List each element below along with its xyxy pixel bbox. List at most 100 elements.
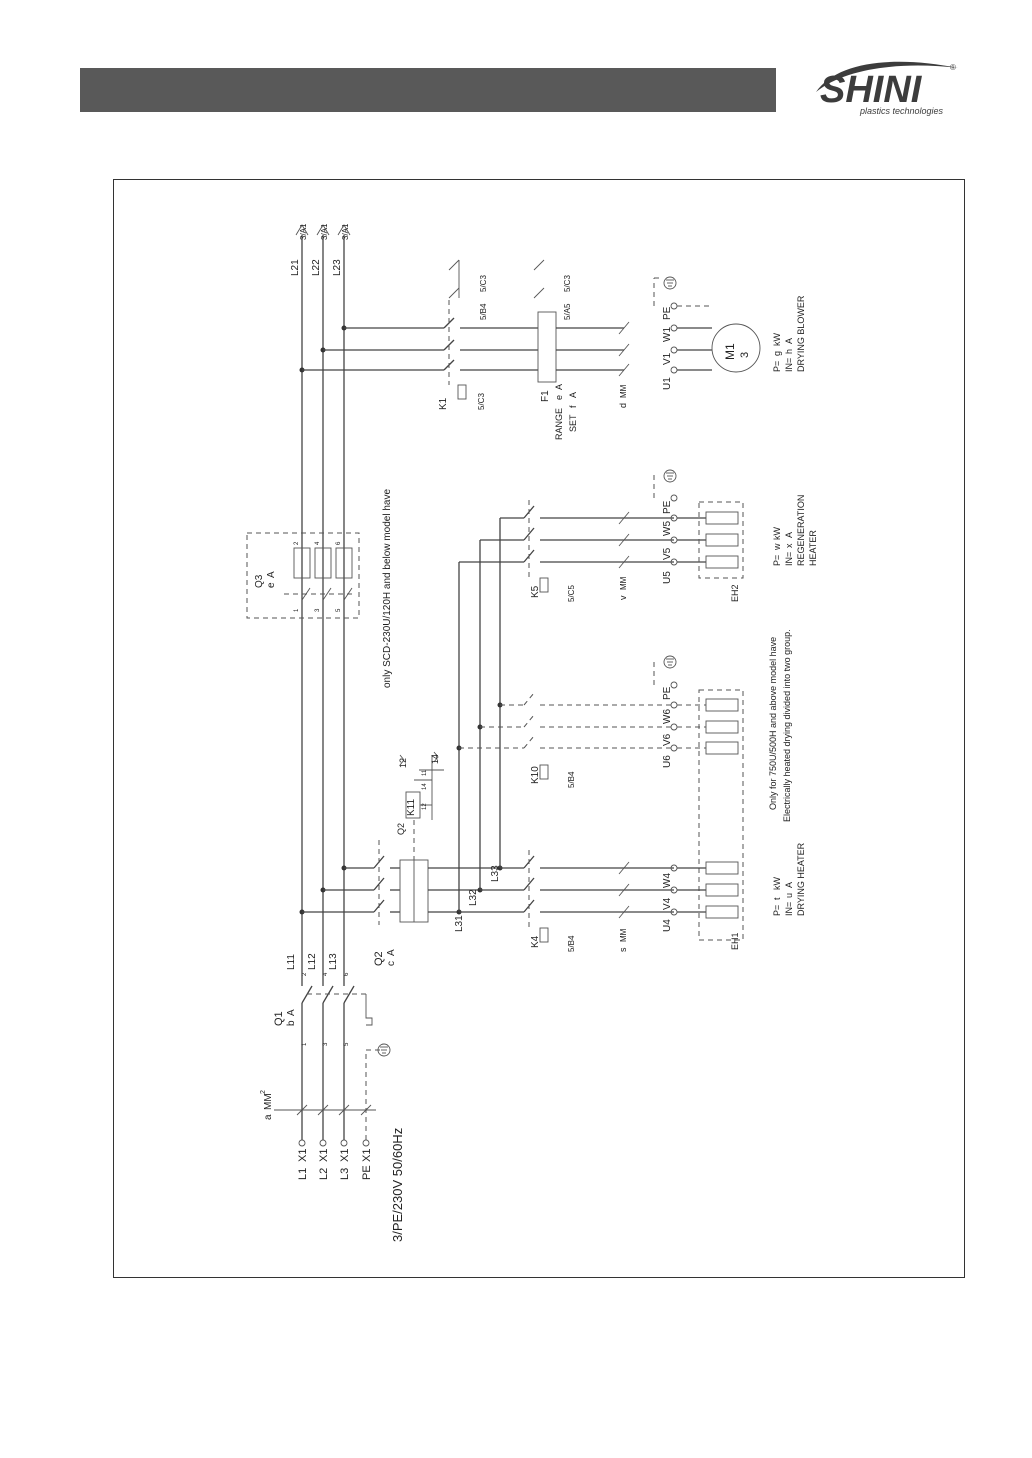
- bus-l11: L11: [286, 954, 297, 970]
- f1-set-mark: f: [568, 405, 578, 408]
- m1-terminal-u1: U1: [662, 377, 673, 390]
- m1-current-label: IN=: [784, 358, 794, 372]
- k5-ref: 5/C5: [567, 585, 576, 602]
- f1-aux-ref: 5/A5: [563, 303, 572, 320]
- k11-pin: 14: [422, 783, 428, 790]
- bus-l22: L22: [311, 259, 322, 276]
- q1-pin: 3: [323, 1042, 329, 1046]
- eh1-cable-mark: s: [618, 947, 628, 952]
- k10-ref: 5/B4: [567, 771, 576, 788]
- eh1-power-mark: t: [772, 897, 782, 900]
- f1-label: F1: [540, 390, 551, 402]
- k11-pin: 11: [422, 769, 428, 776]
- eh1-cable: MM: [619, 928, 628, 942]
- k5-label: K5: [530, 585, 541, 598]
- k10-terminal-v6: V6: [662, 733, 673, 746]
- regeneration-circuit: K5 5/C5 v MM U5 V5 W5 PE EH2 P= w kW IN=…: [523, 469, 818, 602]
- k4-ref: 5/B4: [567, 935, 576, 952]
- q1-unit: A: [286, 1009, 297, 1016]
- bus-l13: L13: [328, 953, 339, 970]
- k10-circuit: K10 5/B4 U6 V6 W6 PE Only for 750U/500H …: [523, 629, 792, 941]
- k1-label: K1: [438, 397, 449, 410]
- m1-power-unit: kW: [772, 333, 782, 347]
- q1-label: Q1: [273, 1011, 285, 1026]
- supply-cable-exp: 2: [260, 1090, 267, 1094]
- q3-pin: 5: [336, 608, 342, 612]
- q1-pin: 2: [302, 972, 308, 976]
- terminal-l1: L1: [297, 1168, 309, 1180]
- bus-l21-ref: 3/A1: [299, 223, 308, 240]
- header-bar: [80, 68, 776, 112]
- terminal-block-x1: X1: [339, 1149, 351, 1162]
- m1-terminal-v1: V1: [662, 352, 673, 365]
- terminal-l3: L3: [339, 1168, 351, 1180]
- m1-power-mark: g: [772, 351, 782, 356]
- q2-unit: A: [386, 949, 397, 956]
- note-750-line-1: Only for 750U/500H and above model have: [768, 637, 778, 810]
- m1-power-label: P=: [772, 361, 782, 372]
- m1-current-mark: h: [784, 349, 794, 354]
- m1-cable: MM: [619, 384, 628, 398]
- heater-bus: [456, 517, 524, 912]
- q2-breaker: Q2 c A L31 L32 L33: [302, 820, 503, 966]
- eh2-name-2: HEATER: [808, 530, 818, 566]
- k10-terminal-pe: PE: [662, 686, 673, 700]
- bus-l12: L12: [307, 953, 318, 970]
- eh2-terminal-w5: W5: [662, 521, 673, 536]
- q2-aux-label: Q2: [396, 823, 406, 835]
- q2-label: Q2: [373, 951, 385, 966]
- diagram-frame: L1 L2 L3 PE X1 X1 X1 X1 3/PE/230V 50/60H…: [113, 179, 965, 1278]
- k11-ref-12: 12: [398, 758, 408, 768]
- k1-aux-ref: 5/C3: [479, 275, 488, 292]
- blower-circuit: K1 5/C3 5/B4 5/C3 F1 RANGE e A SET f A 5…: [302, 259, 806, 440]
- f1-unit: A: [554, 384, 564, 390]
- eh2-name-1: REGENERATION: [796, 495, 806, 566]
- eh2-terminal-v5: V5: [662, 547, 673, 560]
- terminal-pe: PE: [361, 1165, 373, 1180]
- eh1-current-unit: A: [784, 882, 794, 888]
- shini-logo: SHINI plastics technologies ®: [816, 61, 958, 116]
- eh2-power-label: P=: [772, 555, 782, 566]
- eh2-cable-mark: v: [618, 595, 628, 600]
- q2-aux-k11: Q2 K11 12 14 11 12 14: [396, 751, 444, 835]
- eh1-terminal-v4: V4: [662, 897, 673, 910]
- f1-set-label: SET: [568, 414, 578, 432]
- eh1-terminal-w4: W4: [662, 873, 673, 888]
- bus-l22-ref: 3/A1: [320, 223, 329, 240]
- k4-label: K4: [530, 935, 541, 948]
- eh1-terminal-u4: U4: [662, 919, 673, 932]
- terminal-block-x1: X1: [318, 1149, 330, 1162]
- m1-phase: 3: [739, 352, 751, 358]
- eh1-power-label: P=: [772, 905, 782, 916]
- eh2-terminal-u5: U5: [662, 571, 673, 584]
- eh1-label: EH1: [730, 932, 740, 950]
- q3-pin: 3: [315, 608, 321, 612]
- q1-rating-mark: b: [286, 1020, 297, 1026]
- q3-unit: A: [266, 571, 277, 578]
- k10-label: K10: [530, 766, 541, 784]
- drying-heater-circuit: K4 5/B4 s MM U4 V4 W4 EH1 P= t kW IN= u …: [459, 842, 806, 952]
- eh2-power-unit: kW: [772, 527, 782, 541]
- m1-current-unit: A: [784, 338, 794, 344]
- f1-unit: A: [568, 392, 578, 398]
- bus-l23-ref: 3/A1: [341, 223, 350, 240]
- k1-ref: 5/C3: [477, 393, 486, 410]
- terminal-l2: L2: [318, 1168, 330, 1180]
- eh2-current-label: IN=: [784, 552, 794, 566]
- m1-cable-mark: d: [618, 403, 628, 408]
- bus-l21: L21: [290, 259, 301, 276]
- eh1-name: DRYING HEATER: [796, 842, 806, 916]
- supply-cable: MM: [263, 1093, 274, 1110]
- k10-terminal-w6: W6: [662, 709, 673, 724]
- logo-brand: SHINI: [820, 69, 923, 111]
- q3-note: only SCD-230U/120H and below model have: [382, 489, 393, 688]
- main-bus: L21 L22 L23 3/A1 3/A1 3/A1: [290, 223, 351, 975]
- k11-pin: 12: [422, 803, 428, 810]
- supply-cable-mark: a: [263, 1114, 274, 1120]
- q1-main-switch: Q1 b A 1 2 3 4 5 6 L11 L12 L13: [273, 953, 373, 1046]
- q3-rating-mark: e: [266, 582, 277, 588]
- k11-label: K11: [406, 799, 417, 816]
- k1-aux-ref: 5/B4: [479, 303, 488, 320]
- bus-l31: L31: [454, 915, 465, 932]
- q1-pin: 4: [323, 972, 329, 976]
